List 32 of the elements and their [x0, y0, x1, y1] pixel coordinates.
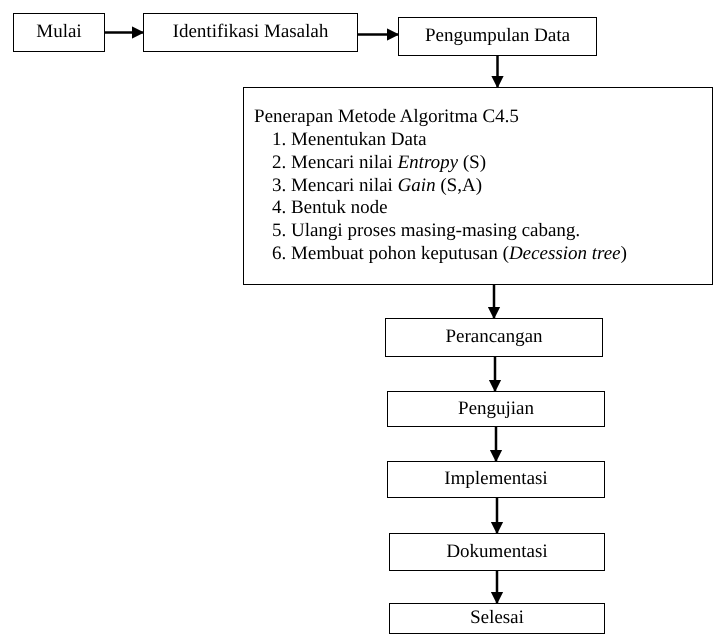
process-box [243, 87, 713, 285]
arrow [491, 56, 504, 88]
box-label: Penerapan Metode Algoritma C4.5 [254, 106, 519, 129]
box-label: Pengumpulan Data [424, 25, 570, 48]
arrow [490, 571, 504, 604]
box-label: Selesai [470, 607, 524, 630]
box-label: Perancangan [445, 326, 543, 349]
box-label: Identifikasi Masalah [172, 21, 328, 44]
step-text: 4. Bentuk node [271, 197, 388, 220]
process-box [143, 13, 358, 52]
step-text: 6. Membuat pohon keputusan (Decession tree) [271, 242, 627, 266]
process-box [389, 603, 605, 634]
step-text: 3. Mencari nilai Gain (S,A) [271, 174, 482, 198]
process-box [387, 391, 605, 427]
arrow [490, 498, 504, 534]
process-box [389, 533, 605, 571]
step-text: 5. Ulangi proses masing-masing cabang. [271, 220, 580, 243]
process-box [13, 13, 105, 52]
step-text: 2. Mencari nilai Entropy (S) [271, 152, 486, 175]
arrow [105, 26, 144, 39]
box-label: Implementasi [444, 468, 548, 491]
arrow [488, 285, 500, 320]
box-label: Dokumentasi [446, 540, 548, 564]
box-label: Pengujian [458, 398, 534, 420]
process-box [387, 461, 605, 498]
step-text: 1. Menentukan Data [271, 129, 427, 152]
arrow [488, 357, 502, 392]
arrow [490, 427, 502, 462]
box-label: Mulai [36, 21, 82, 44]
process-box [385, 318, 603, 357]
arrow [358, 28, 400, 41]
process-box [398, 17, 597, 56]
